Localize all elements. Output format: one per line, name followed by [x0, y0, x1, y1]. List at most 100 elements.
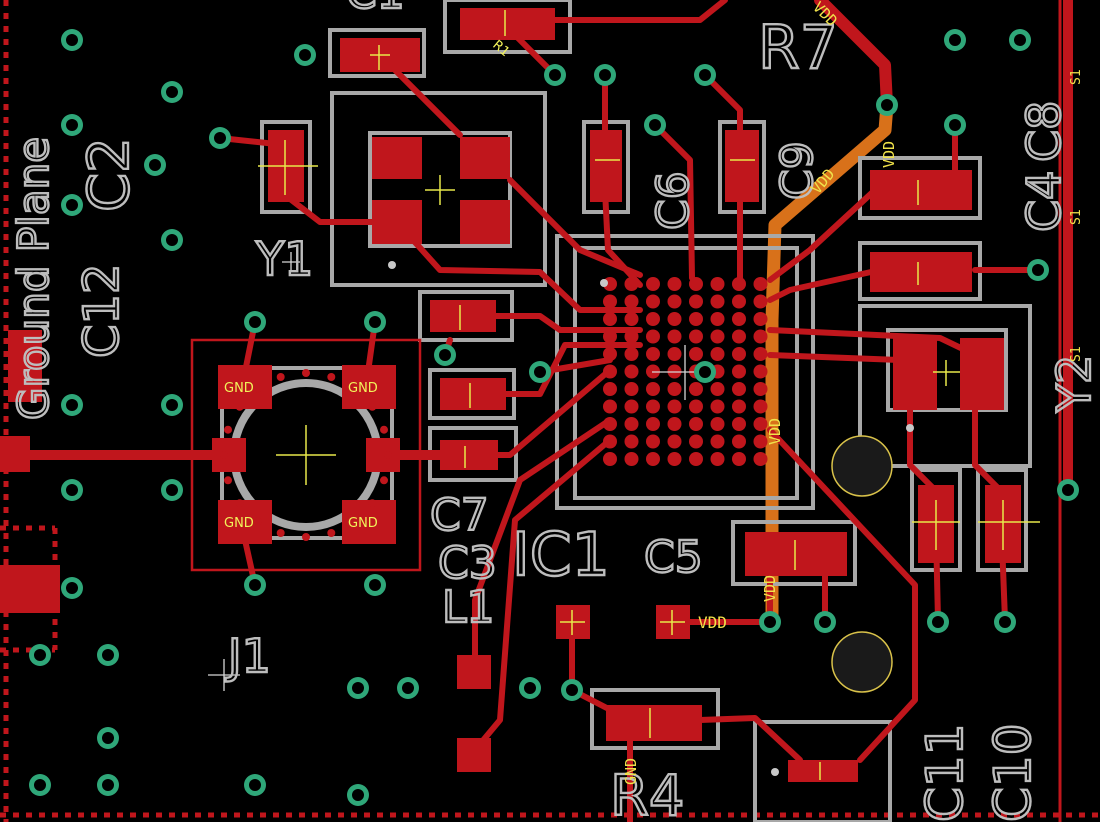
bga-ball: [753, 277, 768, 291]
label-c9: C9: [772, 141, 823, 200]
bga-ball: [667, 347, 682, 361]
bga-ball: [624, 434, 639, 449]
c2-outline: [260, 120, 312, 214]
bga-ball: [732, 452, 746, 466]
ic1-bga-balls: [603, 277, 768, 466]
silk-dots: [388, 261, 914, 776]
j1-ring-dot: [253, 517, 262, 526]
label-r7: R7: [758, 13, 838, 83]
j1-ring-dot: [384, 451, 392, 459]
bga-ball: [753, 417, 768, 431]
y1-inner-outline: [368, 131, 512, 248]
via: [161, 229, 183, 251]
label-c10: C10: [984, 723, 1042, 822]
bga-ball: [667, 277, 682, 291]
pin-label-r1: R1: [489, 38, 512, 61]
j1-ring-dot: [235, 499, 244, 508]
bga-ball: [732, 329, 746, 344]
bga-ball: [646, 347, 660, 361]
bga-ball: [753, 434, 768, 449]
bga-ball: [603, 382, 617, 396]
bga-ball: [753, 382, 768, 396]
net-label-vdd-c8: VDD: [880, 141, 898, 168]
bga-ball: [732, 364, 746, 379]
bga-ball: [667, 312, 682, 326]
bga-ball: [710, 417, 725, 431]
via: [29, 774, 51, 796]
bga-ball: [624, 329, 639, 344]
label-c7: C7: [430, 490, 489, 541]
via: [244, 311, 266, 333]
bga-ball: [667, 399, 682, 414]
bga-ball: [624, 382, 639, 396]
bga-ball: [710, 294, 725, 309]
via: [814, 611, 836, 633]
label-c8: C8: [1017, 101, 1071, 162]
bga-ball: [732, 347, 746, 361]
j1-ring-dot: [253, 384, 262, 393]
j1-ring-dot: [368, 499, 377, 508]
j1-ring-dot: [235, 402, 244, 411]
bga-ball: [753, 399, 768, 414]
y2-outline: [858, 304, 1032, 468]
bga-ball: [624, 364, 639, 379]
bga-ball: [689, 277, 703, 291]
via: [759, 611, 781, 633]
bga-ball: [646, 452, 660, 466]
via: [644, 114, 666, 136]
pin-label-s1-top: S1: [1069, 69, 1084, 85]
via: [944, 114, 966, 136]
via: [244, 574, 266, 596]
bga-ball: [603, 347, 617, 361]
bga-ball: [710, 452, 725, 466]
bottom-copper-vdd-trace[interactable]: [765, 104, 894, 620]
mounting-holes: [831, 435, 893, 693]
via: [61, 479, 83, 501]
label-c2: C2: [77, 137, 142, 212]
bga-ball: [753, 312, 768, 326]
label-c3: C3: [438, 538, 497, 589]
bga-ball: [603, 417, 617, 431]
via: [694, 64, 716, 86]
bga-ball: [603, 364, 617, 379]
bga-ball: [646, 382, 660, 396]
bga-ball: [753, 364, 768, 379]
q-outline: [753, 720, 892, 822]
j1-ring-dot: [380, 476, 388, 485]
via: [61, 577, 83, 599]
label-y1: Y1: [255, 232, 313, 286]
via: [61, 194, 83, 216]
j1-center-crosshair: [276, 425, 336, 485]
pin-label-gnd-tl: GND: [224, 381, 254, 396]
via: [994, 611, 1016, 633]
label-l1: L1: [442, 582, 495, 633]
via: [347, 677, 369, 699]
bga-ball: [624, 277, 639, 291]
via: [97, 644, 119, 666]
j1-ring-dot: [350, 517, 359, 526]
bga-ball: [710, 399, 725, 414]
j1-ring-dot: [302, 533, 310, 541]
bga-ball: [667, 329, 682, 344]
bga-ball: [732, 294, 746, 309]
bga-ball: [667, 417, 682, 431]
bga-ball: [603, 329, 617, 344]
j1-ring-dot: [327, 373, 336, 381]
via: [561, 679, 583, 701]
j1-ring-dot: [224, 425, 232, 434]
bga-ball: [689, 347, 703, 361]
bga-ball: [646, 329, 660, 344]
bga-ball: [753, 294, 768, 309]
c8-outline: [858, 156, 982, 220]
label-c1-partial: C1: [346, 0, 405, 19]
bga-ball: [667, 294, 682, 309]
via: [694, 361, 716, 383]
via: [161, 479, 183, 501]
c1-outline: [328, 28, 426, 78]
top-copper-traces[interactable]: [0, 0, 1073, 822]
bga-ball: [603, 294, 617, 309]
bga-ball: [624, 417, 639, 431]
ic1-inner-outline: [573, 246, 799, 500]
label-c12: C12: [74, 263, 130, 358]
